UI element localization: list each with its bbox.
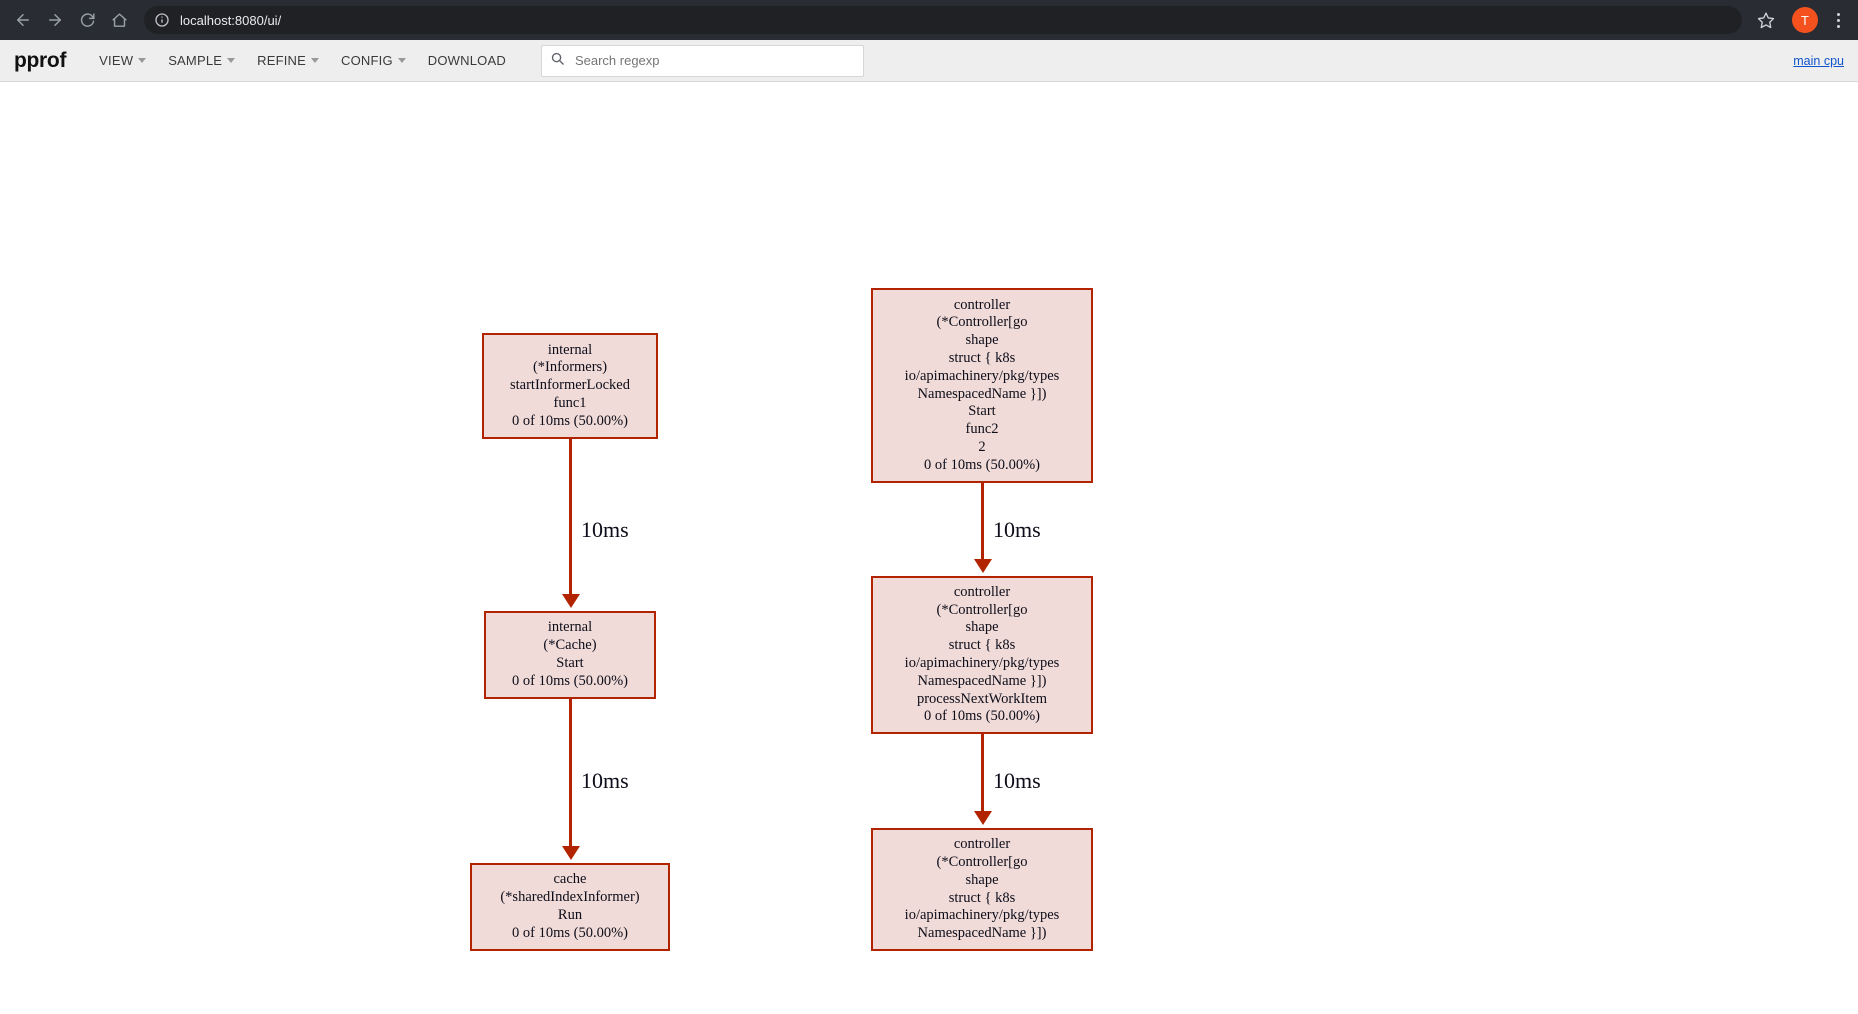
graph-node-line: 0 of 10ms (50.00%) xyxy=(924,456,1040,473)
graph-node-line: struct { k8s xyxy=(948,637,1016,654)
graph-node-line: (*Informers) xyxy=(532,359,608,376)
menu-item-config[interactable]: CONFIG xyxy=(330,40,417,81)
menu-item-download-label: DOWNLOAD xyxy=(427,53,506,68)
star-icon[interactable] xyxy=(1752,6,1780,34)
graph-node-line: (*Controller[go xyxy=(936,314,1028,331)
graph-node-line: internal xyxy=(547,619,593,636)
graph-node-line: controller xyxy=(953,296,1011,313)
graph-node-line: Run xyxy=(557,907,583,923)
graph-node-line: startInformerLocked xyxy=(510,377,630,394)
graph-node-line: Start xyxy=(556,655,584,671)
graph-node-line: processNextWorkItem xyxy=(916,690,1048,707)
graph-edge-arrowhead xyxy=(973,559,992,573)
menu-item-refine[interactable]: REFINE xyxy=(246,40,330,81)
graph-node-line: func2 xyxy=(965,421,999,438)
back-arrow-icon[interactable] xyxy=(8,5,38,35)
graph-node-line: shape xyxy=(965,871,999,888)
graph-edge-label: 10ms xyxy=(993,768,1041,793)
site-info-icon[interactable] xyxy=(154,12,170,28)
graph-node-line: Start xyxy=(968,403,996,420)
graph-edge-label: 10ms xyxy=(993,517,1041,542)
graph-edge xyxy=(981,734,984,811)
graph-node-line: (*Controller[go xyxy=(936,853,1028,870)
graph-node-line: io/apimachinery/pkg/types xyxy=(904,367,1060,384)
graph-node-line: NamespacedName }]) xyxy=(917,672,1047,689)
menu-item-config-label: CONFIG xyxy=(341,53,393,68)
graph-node-line: cache xyxy=(553,871,587,888)
graph-node-line: 0 of 10ms (50.00%) xyxy=(924,708,1040,725)
avatar[interactable]: T xyxy=(1792,7,1818,33)
graph-node-line: (*sharedIndexInformer) xyxy=(500,889,640,906)
graph-node-line: controller xyxy=(953,583,1011,600)
chevron-down-icon xyxy=(311,58,320,63)
graph-node-line: struct { k8s xyxy=(948,889,1016,906)
search-icon xyxy=(550,51,573,71)
pprof-logo: pprof xyxy=(14,48,67,72)
graph-edge-label: 10ms xyxy=(581,768,629,793)
search-box[interactable] xyxy=(540,44,864,77)
profile-link[interactable]: main cpu xyxy=(1793,53,1844,68)
menu-item-refine-label: REFINE xyxy=(257,53,307,68)
graph-node-line: (*Controller[go xyxy=(936,601,1028,618)
main-menu: VIEW SAMPLE REFINE CONFIG DOWNLOAD xyxy=(88,40,517,81)
graph-edge xyxy=(569,699,572,846)
menu-item-view-label: VIEW xyxy=(99,53,134,68)
graph-node-line: internal xyxy=(547,341,593,358)
menu-item-download[interactable]: DOWNLOAD xyxy=(417,40,517,81)
graph-node-line: NamespacedName }]) xyxy=(917,385,1047,402)
reload-icon[interactable] xyxy=(72,5,102,35)
graph-edge-label: 10ms xyxy=(581,517,629,542)
home-icon[interactable] xyxy=(104,5,134,35)
forward-arrow-icon[interactable] xyxy=(40,5,70,35)
search-input[interactable] xyxy=(572,52,855,69)
graph-node-line: 0 of 10ms (50.00%) xyxy=(512,672,628,689)
address-bar[interactable]: localhost:8080/ui/ xyxy=(144,6,1742,34)
graph-edge-arrowhead xyxy=(561,846,580,860)
browser-toolbar: localhost:8080/ui/ T xyxy=(0,0,1858,40)
chevron-down-icon xyxy=(138,58,147,63)
url-text: localhost:8080/ui/ xyxy=(180,12,282,28)
graph-edge-arrowhead xyxy=(973,811,992,825)
graph-node-line: (*Cache) xyxy=(543,637,597,654)
menu-item-sample-label: SAMPLE xyxy=(168,53,223,68)
graph-node-line: 2 xyxy=(978,438,986,455)
chevron-down-icon xyxy=(227,58,236,63)
graph-node-line: shape xyxy=(965,332,999,349)
chevron-down-icon xyxy=(397,58,406,63)
graph-node-line: io/apimachinery/pkg/types xyxy=(904,655,1060,671)
graph-node-line: 0 of 10ms (50.00%) xyxy=(512,924,628,941)
graph-edge xyxy=(569,439,572,594)
graph-node-line: func1 xyxy=(553,394,587,411)
pprof-header: pprof VIEW SAMPLE REFINE CONFIG DOWNLOAD… xyxy=(0,40,1858,82)
graph-node-line: NamespacedName }]) xyxy=(917,925,1047,942)
graph-node-line: io/apimachinery/pkg/types xyxy=(904,907,1060,924)
graph-edge xyxy=(981,483,984,559)
graph-node-line: shape xyxy=(965,619,999,636)
menu-item-sample[interactable]: SAMPLE xyxy=(157,40,246,81)
graph-node-line: struct { k8s xyxy=(948,349,1016,366)
kebab-menu-icon[interactable] xyxy=(1826,6,1850,34)
graph-edge-arrowhead xyxy=(561,594,580,608)
menu-item-view[interactable]: VIEW xyxy=(88,40,157,81)
graph-node-line: 0 of 10ms (50.00%) xyxy=(512,412,628,429)
graph-node-line: controller xyxy=(953,836,1011,853)
